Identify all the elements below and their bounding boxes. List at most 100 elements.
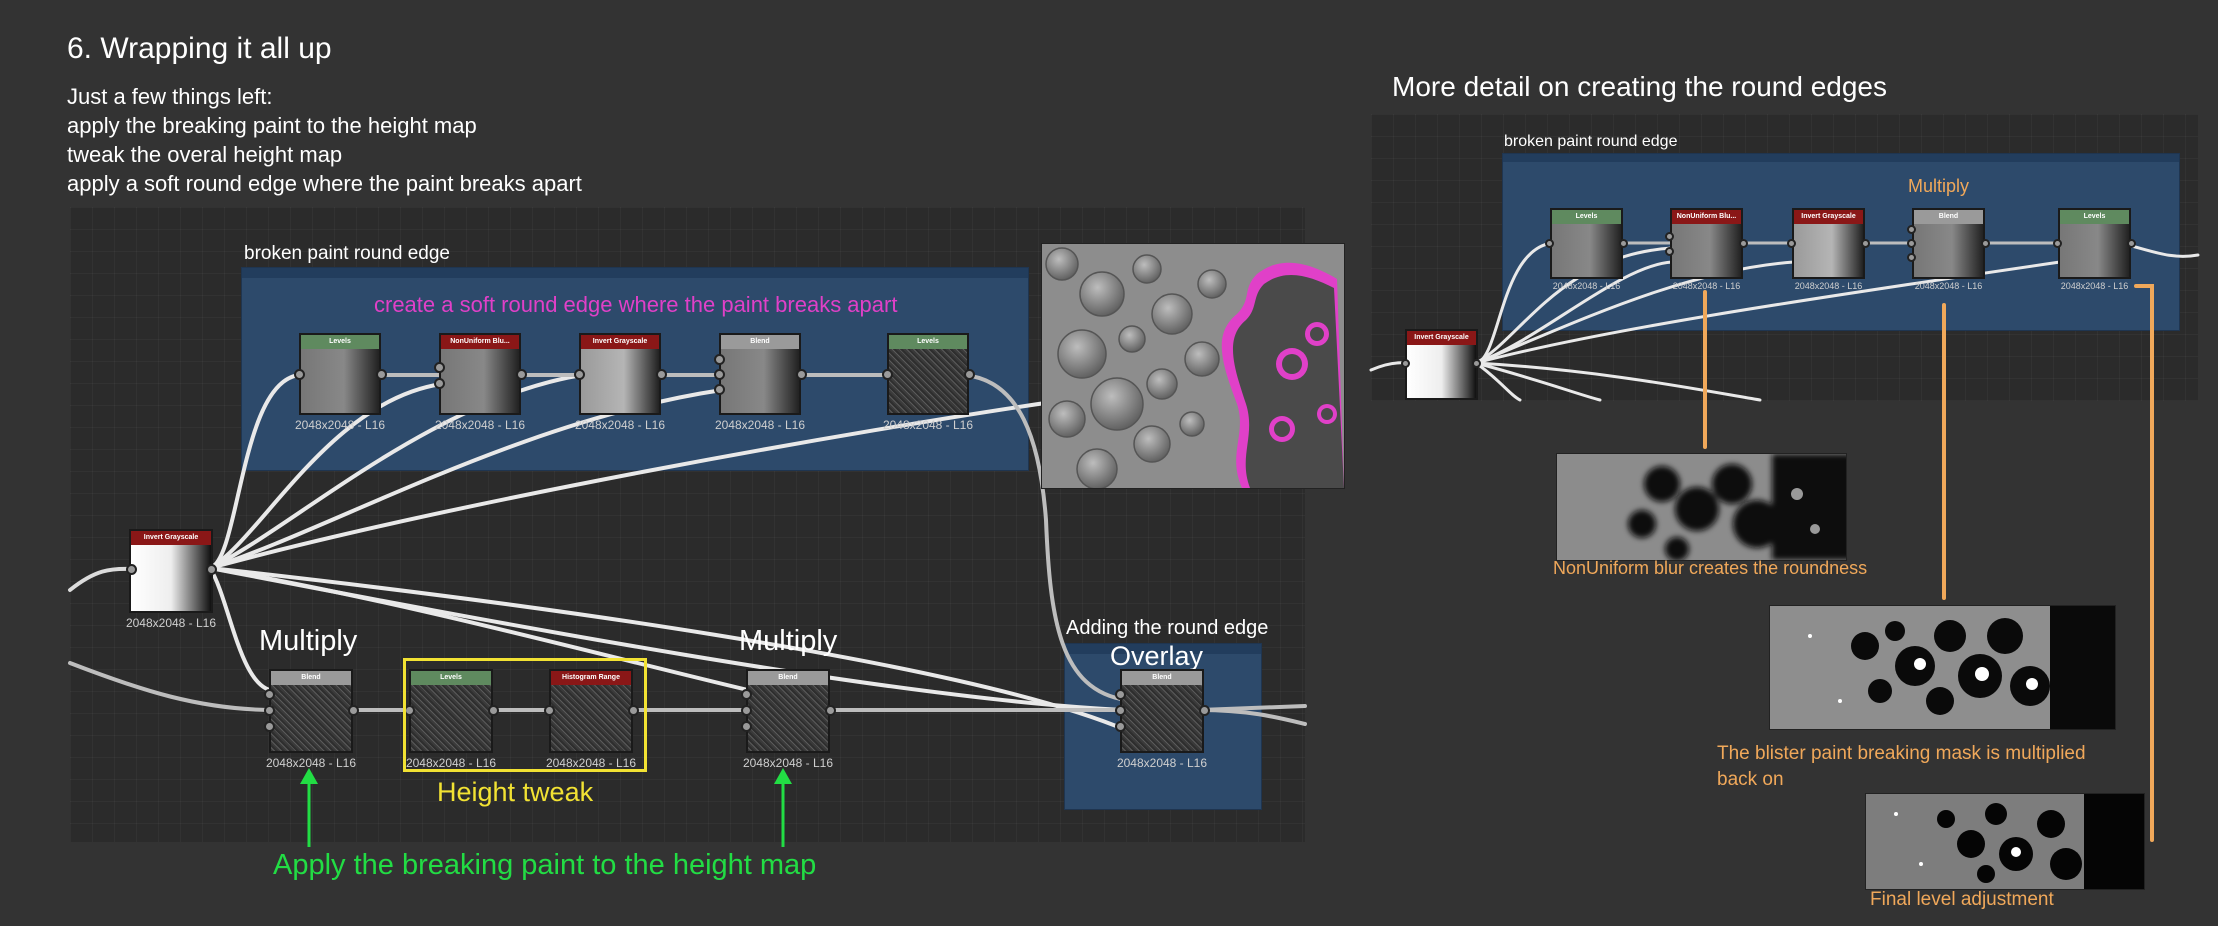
- input-port[interactable]: [294, 369, 305, 380]
- output-port[interactable]: [964, 369, 975, 380]
- output-port[interactable]: [1981, 239, 1990, 248]
- node-caption: 2048x2048 - L16: [1552, 281, 1621, 291]
- output-port[interactable]: [206, 564, 217, 575]
- node-thumbnail: [441, 349, 519, 413]
- input-port[interactable]: [264, 705, 275, 716]
- output-port[interactable]: [376, 369, 387, 380]
- input-port[interactable]: [1787, 239, 1796, 248]
- nonuniform-blur-node[interactable]: NonUniform Blu... 2048x2048 - L16: [435, 333, 525, 432]
- input-port[interactable]: [1115, 689, 1126, 700]
- levels-node[interactable]: Levels 2048x2048 - L16: [2058, 208, 2131, 291]
- node-caption: 2048x2048 - L16: [1794, 281, 1863, 291]
- node-title: Levels: [2060, 210, 2129, 224]
- input-port[interactable]: [741, 721, 752, 732]
- input-port[interactable]: [434, 378, 445, 389]
- blister-callout-label: The blister paint breaking mask is multi…: [1717, 741, 2086, 793]
- input-port[interactable]: [1907, 253, 1916, 262]
- output-port[interactable]: [1739, 239, 1748, 248]
- input-port[interactable]: [2053, 239, 2062, 248]
- blend-multiply-node[interactable]: Blend 2048x2048 - L16: [743, 669, 833, 770]
- invert-grayscale-node[interactable]: Invert Grayscale 2048x2048 - L16: [575, 333, 665, 432]
- intro-line: apply the breaking paint to the height m…: [67, 113, 477, 138]
- node-title: Levels: [301, 335, 379, 349]
- blister-mask-preview-art: [1770, 606, 2115, 729]
- input-port[interactable]: [741, 705, 752, 716]
- node-caption: 2048x2048 - L16: [294, 418, 386, 432]
- output-port[interactable]: [348, 705, 359, 716]
- input-port[interactable]: [1665, 232, 1674, 241]
- node-thumbnail: [1122, 685, 1202, 751]
- node-thumbnail: [1794, 224, 1863, 277]
- input-port[interactable]: [1907, 225, 1916, 234]
- histogram-range-node[interactable]: Histogram Range 2048x2048 - L16: [546, 669, 636, 770]
- node-thumbnail: [271, 685, 351, 751]
- apply-caption: Apply the breaking paint to the height m…: [273, 849, 817, 881]
- node-title: Invert Grayscale: [581, 335, 659, 349]
- intro-line: apply a soft round edge where the paint …: [67, 171, 582, 196]
- levels-node[interactable]: Levels 2048x2048 - L16: [1550, 208, 1623, 291]
- levels-node[interactable]: Levels 2048x2048 - L16: [883, 333, 973, 432]
- blend-overlay-node[interactable]: Blend 2048x2048 - L16: [1117, 669, 1207, 770]
- output-port[interactable]: [1619, 239, 1628, 248]
- input-port[interactable]: [574, 369, 585, 380]
- input-port[interactable]: [1545, 239, 1554, 248]
- input-port[interactable]: [714, 354, 725, 365]
- input-port[interactable]: [714, 384, 725, 395]
- node-thumbnail: [131, 545, 211, 611]
- input-port[interactable]: [264, 689, 275, 700]
- node-thumbnail: [1552, 224, 1621, 277]
- blend-multiply-node[interactable]: Blend 2048x2048 - L16: [266, 669, 356, 770]
- output-port[interactable]: [796, 369, 807, 380]
- output-port[interactable]: [1472, 359, 1481, 368]
- render-preview-image: [1041, 243, 1345, 489]
- node-caption: 2048x2048 - L16: [714, 418, 806, 432]
- frame-note: create a soft round edge where the paint…: [374, 292, 898, 317]
- input-port[interactable]: [264, 721, 275, 732]
- input-port[interactable]: [714, 369, 725, 380]
- blur-preview-image: [1556, 453, 1847, 561]
- output-port[interactable]: [825, 705, 836, 716]
- node-thumbnail: [1914, 224, 1983, 277]
- input-port[interactable]: [544, 705, 555, 716]
- node-title: Levels: [889, 335, 967, 349]
- input-port[interactable]: [1115, 721, 1126, 732]
- output-port[interactable]: [1199, 705, 1210, 716]
- invert-grayscale-source-node[interactable]: Invert Grayscale 2048x2048 - L16: [126, 529, 216, 630]
- levels-node[interactable]: Levels 2048x2048 - L16: [295, 333, 385, 432]
- input-port[interactable]: [126, 564, 137, 575]
- render-preview-art: [1042, 244, 1344, 488]
- input-port[interactable]: [434, 362, 445, 373]
- node-title: NonUniform Blu...: [441, 335, 519, 349]
- page-title: 6. Wrapping it all up: [67, 32, 332, 65]
- input-port[interactable]: [1907, 239, 1916, 248]
- detail-frame-label: broken paint round edge: [1504, 133, 1678, 150]
- node-thumbnail: [721, 349, 799, 413]
- output-port[interactable]: [656, 369, 667, 380]
- input-port[interactable]: [882, 369, 893, 380]
- output-port[interactable]: [628, 705, 639, 716]
- blend-node[interactable]: Blend 2048x2048 - L16: [1912, 208, 1985, 291]
- node-caption: 2048x2048 - L16: [1914, 281, 1983, 291]
- invert-grayscale-node[interactable]: Invert Grayscale: [1405, 329, 1478, 400]
- intro-text: Just a few things left: apply the breaki…: [67, 82, 582, 198]
- invert-grayscale-node[interactable]: Invert Grayscale 2048x2048 - L16: [1792, 208, 1865, 291]
- nonuniform-blur-node[interactable]: NonUniform Blu... 2048x2048 - L16: [1670, 208, 1743, 291]
- input-port[interactable]: [741, 689, 752, 700]
- output-port[interactable]: [488, 705, 499, 716]
- input-port[interactable]: [1665, 247, 1674, 256]
- node-thumbnail: [551, 685, 631, 751]
- input-port[interactable]: [1401, 359, 1410, 368]
- blur-callout-label: NonUniform blur creates the roundness: [1553, 558, 1868, 578]
- output-port[interactable]: [516, 369, 527, 380]
- final-callout-label: Final level adjustment: [1870, 889, 2054, 910]
- output-port[interactable]: [1861, 239, 1870, 248]
- final-levels-preview-image: [1865, 793, 2145, 890]
- output-port[interactable]: [2127, 239, 2136, 248]
- node-thumbnail: [581, 349, 659, 413]
- blend-node[interactable]: Blend 2048x2048 - L16: [715, 333, 805, 432]
- node-caption: 2048x2048 - L16: [125, 616, 217, 630]
- node-thumbnail: [1407, 345, 1476, 398]
- input-port[interactable]: [1115, 705, 1126, 716]
